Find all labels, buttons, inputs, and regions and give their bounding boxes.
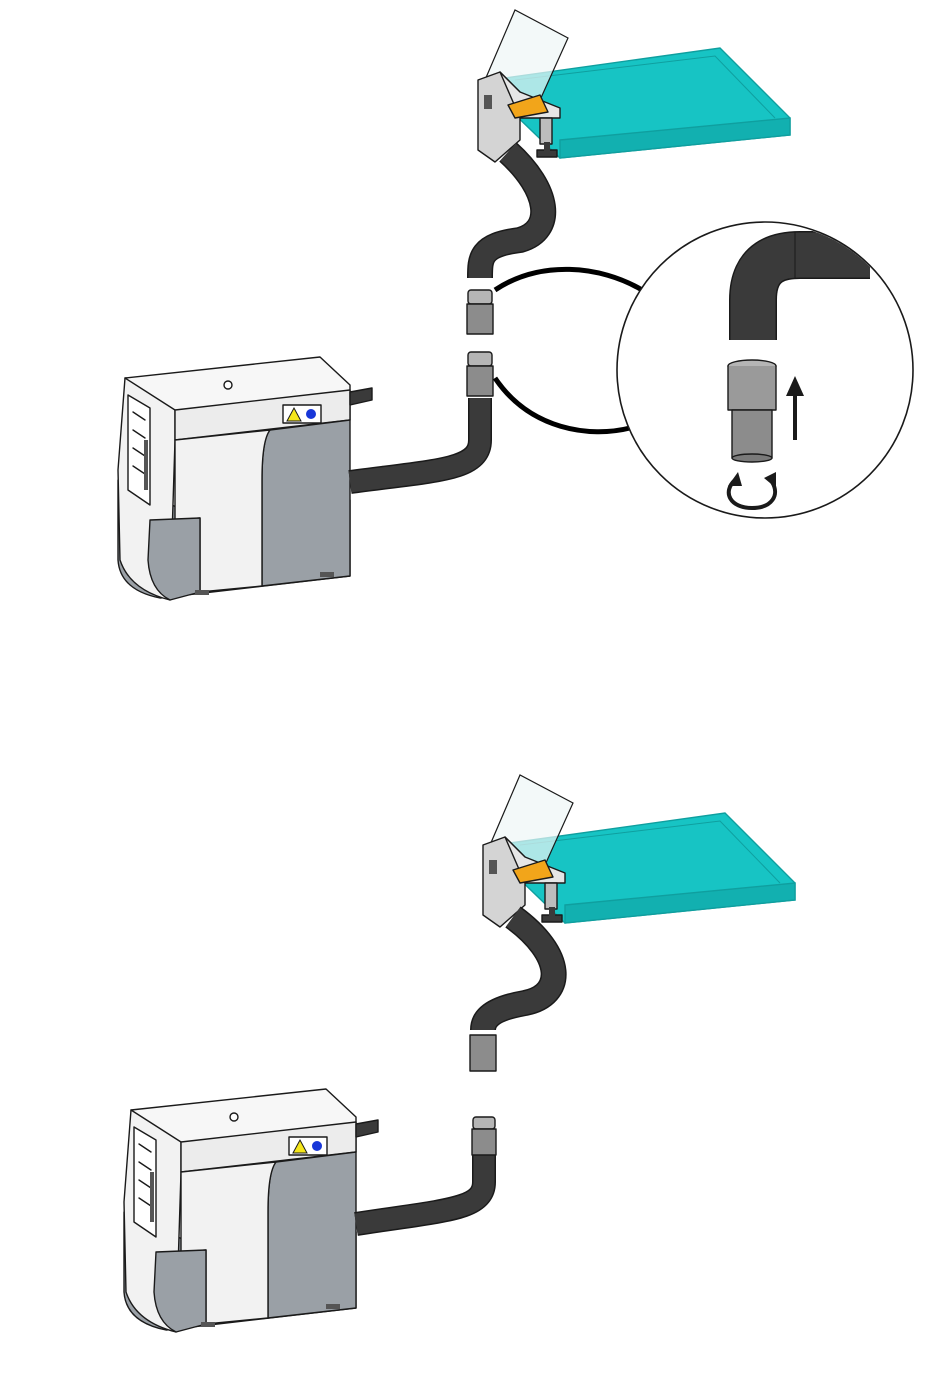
holder-station <box>478 10 790 162</box>
holder-station <box>483 775 795 927</box>
step-1-illustration <box>118 10 913 600</box>
step-2-illustration <box>470 775 795 1071</box>
suction-unit <box>124 1089 378 1332</box>
step-2-unit <box>124 1089 496 1332</box>
detail-leader-bottom <box>495 378 630 432</box>
coupler-lower <box>467 352 493 396</box>
detail-coupler <box>728 360 776 462</box>
coupler-attached <box>470 1035 496 1071</box>
suction-unit <box>118 357 372 600</box>
coupler-upper <box>467 290 493 334</box>
coupler-on-lower-hose <box>472 1117 496 1155</box>
detail-view <box>617 222 913 518</box>
detail-leader-top <box>495 269 642 290</box>
